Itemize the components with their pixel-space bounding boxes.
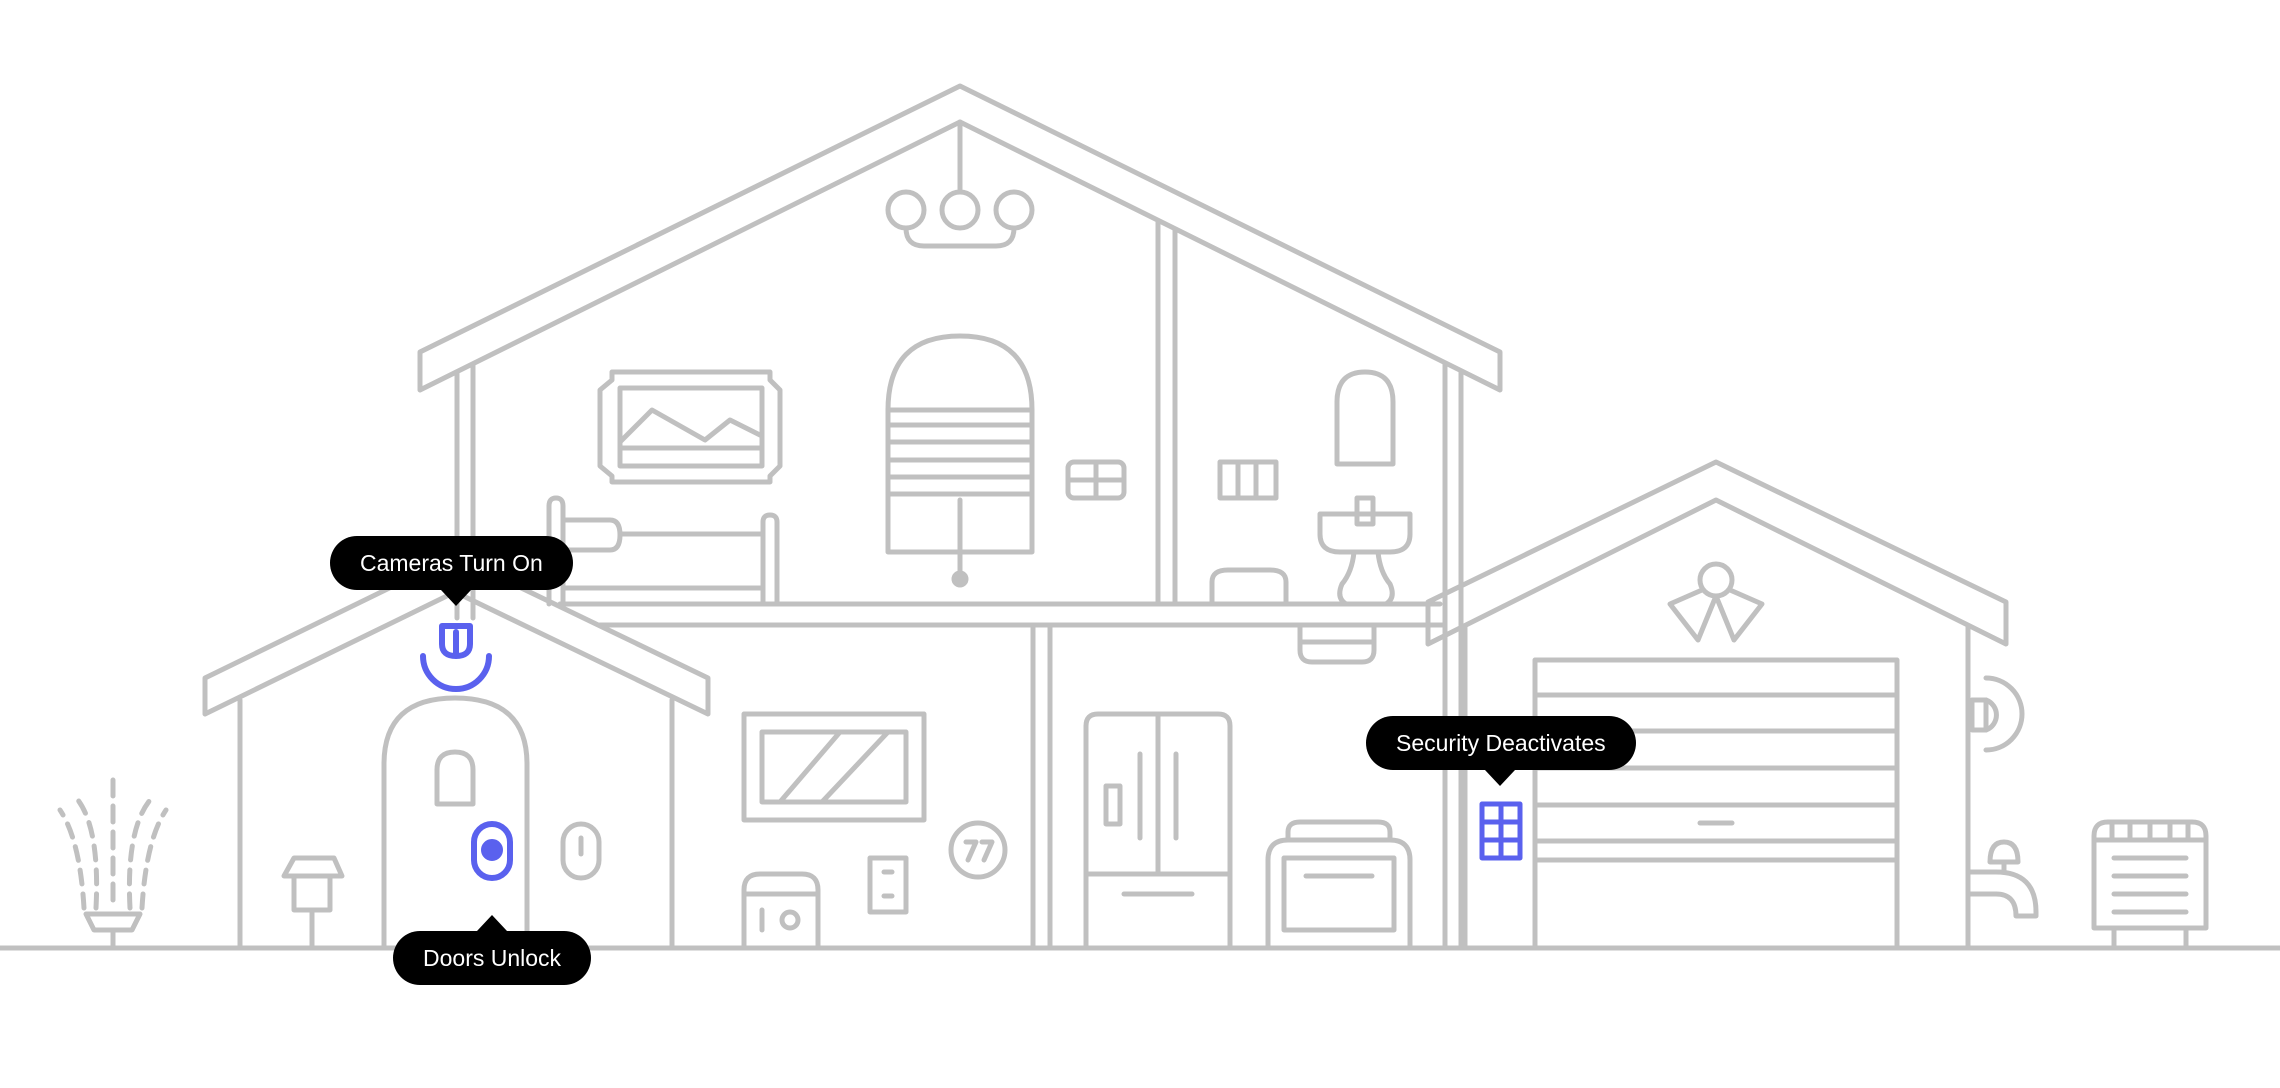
bathroom-mirror-icon (1334, 369, 1396, 467)
toilet-icon (1209, 567, 1289, 607)
oven-range-icon (1265, 819, 1413, 951)
tv-window-icon (741, 711, 927, 823)
garage-light-icon (1667, 561, 1765, 643)
porch-lamp-icon (281, 855, 345, 951)
side-table-icon (741, 871, 821, 951)
towel-rack-icon (1217, 459, 1279, 501)
security-callout-label: Security Deactivates (1396, 730, 1606, 756)
security-callout: Security Deactivates (1366, 716, 1636, 786)
doors-callout-pointer (477, 915, 507, 931)
garage-roof (1425, 459, 2009, 647)
cameras-callout: Cameras Turn On (330, 536, 573, 606)
refrigerator-icon (1083, 711, 1233, 951)
wall-painting-icon (597, 369, 783, 485)
sprinkler-icon (57, 777, 169, 951)
security-keypad-icon[interactable] (1479, 801, 1523, 861)
ac-unit-icon (2091, 819, 2209, 951)
cameras-callout-pointer (441, 590, 471, 606)
wall-light-icon (1969, 675, 2025, 753)
thermostat-icon (948, 820, 1008, 880)
smart-lock-icon[interactable] (471, 821, 513, 881)
ceiling-light-icon (1297, 622, 1377, 665)
chandelier-icon (885, 119, 1035, 249)
security-camera-icon[interactable] (420, 623, 492, 692)
doors-callout-label: Doors Unlock (423, 945, 562, 971)
main-house (417, 83, 1503, 951)
security-callout-pointer (1485, 770, 1515, 786)
water-faucet-icon (1965, 839, 2039, 919)
wall-vent-icon (1065, 459, 1127, 501)
doors-callout: Doors Unlock (393, 915, 592, 985)
main-roof (417, 83, 1503, 393)
garage (1425, 459, 2009, 951)
bed-icon (546, 495, 780, 607)
front-door (381, 695, 530, 951)
arched-window-icon (885, 333, 1035, 588)
cameras-callout-label: Cameras Turn On (360, 550, 543, 576)
wall-outlet-icon (867, 855, 909, 915)
sink-icon (1317, 495, 1413, 607)
